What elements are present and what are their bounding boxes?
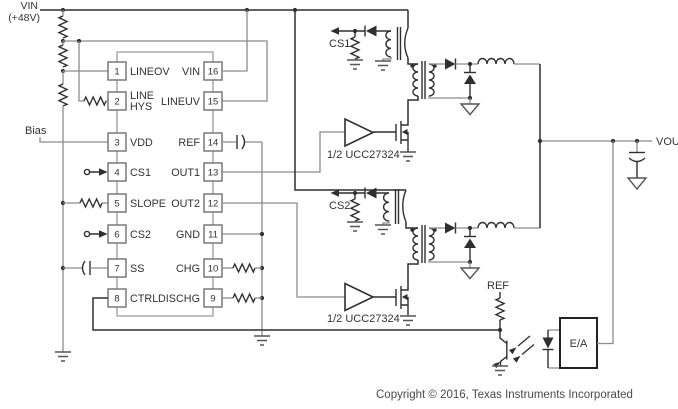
chg-resistor [222, 262, 262, 274]
soft-start-capacitor [63, 260, 108, 276]
vin-sub-label: (+48V) [8, 12, 40, 24]
pin-1-number: 1 [114, 67, 119, 78]
pin-3-name: VDD [130, 137, 153, 149]
error-amp-label: E/A [570, 338, 588, 350]
pin-13-number: 13 [208, 168, 219, 179]
driver-1-label: 1/2 UCC27324 [327, 149, 400, 161]
bias-label: Bias [25, 125, 47, 137]
pin-5-number: 5 [114, 199, 119, 210]
bias-wire [39, 137, 108, 143]
pin-4-name: CS1 [130, 167, 151, 179]
mosfet-1 [395, 121, 416, 162]
slope-resistor [63, 197, 108, 209]
ref-label: REF [487, 280, 509, 292]
main-transformer-1 [401, 58, 437, 126]
pin-2-name: LINE [130, 90, 154, 102]
pin-15-name: LINEUV [161, 96, 201, 108]
cs1-pin-arrow [83, 168, 108, 176]
pin-14-number: 14 [208, 138, 219, 149]
vout-label: VOUT [656, 136, 678, 148]
ref-resistor [494, 292, 506, 333]
vin-feed-2 [294, 11, 406, 191]
ic-left-pins: 1 2 3 4 5 6 7 8 LINEOV LINE HYS VDD CS1 … [107, 61, 170, 308]
cs2-pin-arrow [83, 230, 108, 238]
pin-12-name: OUT2 [171, 198, 200, 210]
divider-ground-icon [55, 351, 71, 362]
pin16-vin-wire [222, 10, 248, 72]
cs2-label: CS2 [329, 200, 350, 212]
pin-10-number: 10 [208, 264, 219, 275]
pin-10-name: CHG [176, 263, 200, 275]
main-transformer-2 [401, 222, 437, 291]
pin-15-number: 15 [208, 97, 219, 108]
cs1-label: CS1 [329, 38, 350, 50]
output-rectifier-1 [428, 57, 540, 116]
ref-capacitor [222, 134, 262, 150]
pin-8-number: 8 [114, 294, 119, 305]
pin-9-number: 9 [210, 294, 215, 305]
pin-8-name: CTRL [130, 293, 158, 305]
lineuv-tap-wire [63, 38, 268, 102]
pin-1-name: LINEOV [130, 66, 170, 78]
out1-wire [222, 131, 345, 173]
driver-2-label: 1/2 UCC27324 [327, 313, 400, 325]
copyright-text: Copyright © 2016, Texas Instruments Inco… [376, 389, 633, 401]
pin-9-name: DISCHG [158, 293, 200, 305]
pin-5-name: SLOPE [130, 198, 166, 210]
pin-7-name: SS [130, 263, 144, 275]
pin-16-name: VIN [182, 66, 200, 78]
opto-led [542, 329, 560, 369]
mosfet-2 [395, 286, 416, 326]
cs2-transformer [375, 189, 407, 235]
pin-16-number: 16 [208, 67, 219, 78]
out2-wire [222, 202, 345, 298]
output-capacitor [626, 141, 648, 191]
pin-11-number: 11 [208, 230, 218, 241]
cs1-transformer [375, 10, 409, 71]
pin-4-number: 4 [114, 168, 119, 179]
pin-2-number: 2 [114, 97, 119, 108]
gate-driver-1 [344, 117, 396, 148]
dischg-resistor [222, 292, 262, 304]
controller-ic-frame [116, 51, 214, 317]
vin-rail [40, 7, 408, 13]
vin-label: VIN [20, 0, 38, 12]
pin-14-name: REF [178, 137, 200, 149]
pin-6-name: CS2 [130, 229, 151, 241]
cs2-sense-circuit [330, 187, 389, 232]
pin-2-name-line2: HYS [130, 101, 152, 113]
output-rectifier-2 [428, 221, 540, 280]
input-divider [55, 10, 71, 362]
gate-driver-2 [344, 282, 396, 312]
ctrl-feedback-wire [92, 297, 500, 331]
pin-6-number: 6 [114, 230, 119, 241]
pin-12-number: 12 [208, 199, 219, 210]
error-amp-block [559, 141, 614, 369]
pin-7-number: 7 [114, 264, 119, 275]
pin-3-number: 3 [114, 138, 119, 149]
linehys-resistor [83, 95, 108, 107]
opto-transistor [492, 330, 535, 376]
pin-11-name: GND [176, 229, 200, 241]
vout-bus [537, 64, 652, 228]
pin-13-name: OUT1 [171, 167, 200, 179]
